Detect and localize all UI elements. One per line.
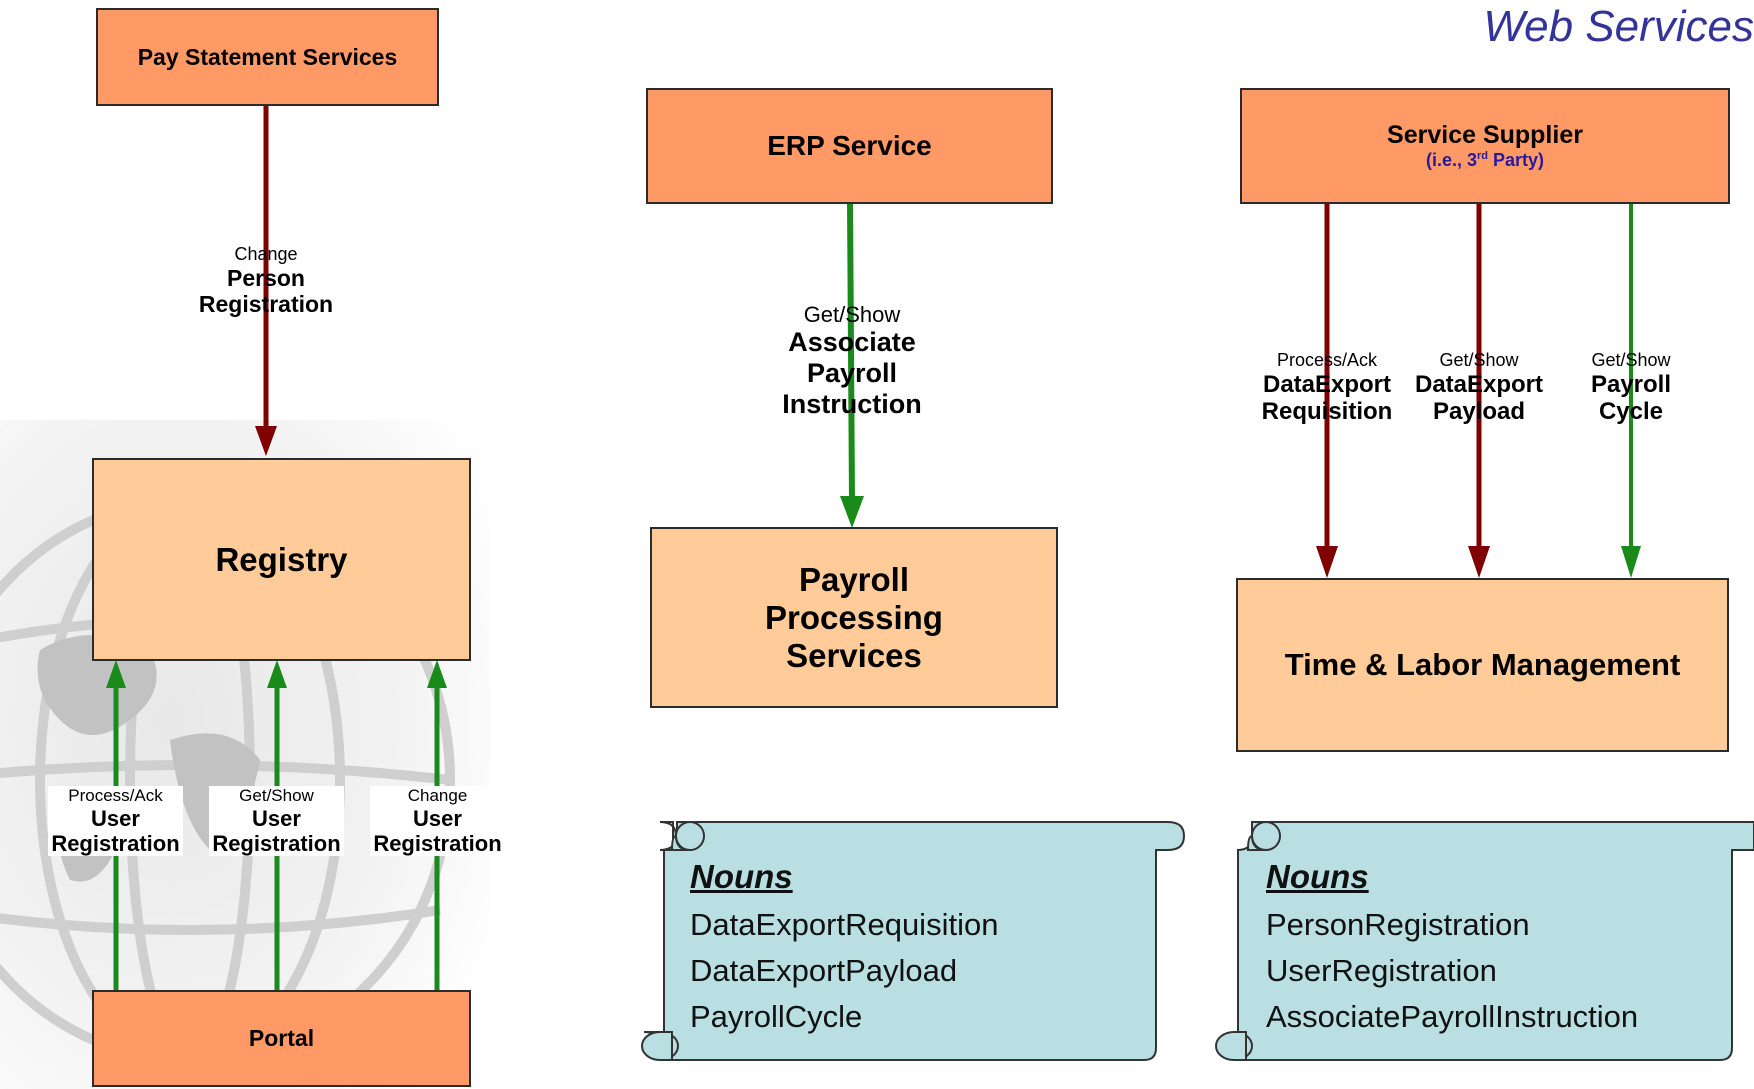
noun-item: AssociatePayrollInstruction <box>1266 999 1639 1034</box>
erp-service-label: ERP Service <box>767 130 932 161</box>
arrow-supplier-2 <box>1468 202 1490 578</box>
portal-box[interactable]: Portal <box>92 990 471 1087</box>
supplier-arrow-label-2: Get/Show DataExport Payload <box>1414 350 1544 426</box>
arrow-change-person-registration <box>255 105 277 456</box>
payroll-label-line-3: Services <box>786 636 922 674</box>
nouns-scroll-right: Nouns PersonRegistration UserRegistratio… <box>1266 858 1638 1040</box>
service-supplier-sublabel: (i.e., 3rd Party) <box>1425 150 1545 170</box>
service-supplier-box[interactable]: Service Supplier (i.e., 3rd Party) <box>1240 88 1730 204</box>
nouns-title-right: Nouns <box>1266 858 1369 895</box>
noun-item: PersonRegistration <box>1266 907 1530 942</box>
page-title: Web Services <box>1483 2 1754 51</box>
portal-label: Portal <box>248 1025 315 1051</box>
registry-box[interactable]: Registry <box>92 458 471 661</box>
erp-service-box[interactable]: ERP Service <box>646 88 1053 204</box>
noun-item: DataExportRequisition <box>690 907 999 942</box>
scroll-shape-left <box>641 821 1186 1061</box>
supplier-arrow-label-1: Process/Ack DataExport Requisition <box>1261 350 1393 426</box>
pay-statement-services-box[interactable]: Pay Statement Services <box>96 8 439 106</box>
noun-item: DataExportPayload <box>690 953 958 988</box>
noun-item: UserRegistration <box>1266 953 1497 988</box>
payroll-processing-services-box[interactable]: Payroll Processing Services <box>650 527 1058 708</box>
nouns-title-left: Nouns <box>690 858 793 895</box>
time-labor-management-box[interactable]: Time & Labor Management <box>1236 578 1729 752</box>
noun-item: PayrollCycle <box>690 999 863 1034</box>
scroll-shape-right <box>1215 821 1754 1061</box>
portal-arrow-label-2: Get/Show User Registration <box>209 786 344 857</box>
portal-arrow-label-3: Change User Registration <box>370 786 505 857</box>
erp-arrow-label: Get/Show Associate Payroll Instruction <box>782 302 922 420</box>
time-labor-management-label: Time & Labor Management <box>1284 647 1681 682</box>
arrow-supplier-3 <box>1621 202 1641 578</box>
change-person-registration-label: Change Person Registration <box>198 244 334 318</box>
registry-label: Registry <box>215 540 348 578</box>
payroll-label-line-1: Payroll <box>798 560 910 598</box>
arrow-supplier-1 <box>1316 202 1338 578</box>
arrow-erp-payroll <box>840 200 864 528</box>
payroll-label-line-2: Processing <box>765 598 943 636</box>
nouns-scroll-left: Nouns DataExportRequisition DataExportPa… <box>690 858 998 1040</box>
pay-statement-services-label: Pay Statement Services <box>137 43 398 70</box>
portal-arrow-label-1: Process/Ack User Registration <box>48 786 183 857</box>
service-supplier-label: Service Supplier <box>1387 121 1583 149</box>
supplier-arrow-label-3: Get/Show Payroll Cycle <box>1590 350 1672 426</box>
